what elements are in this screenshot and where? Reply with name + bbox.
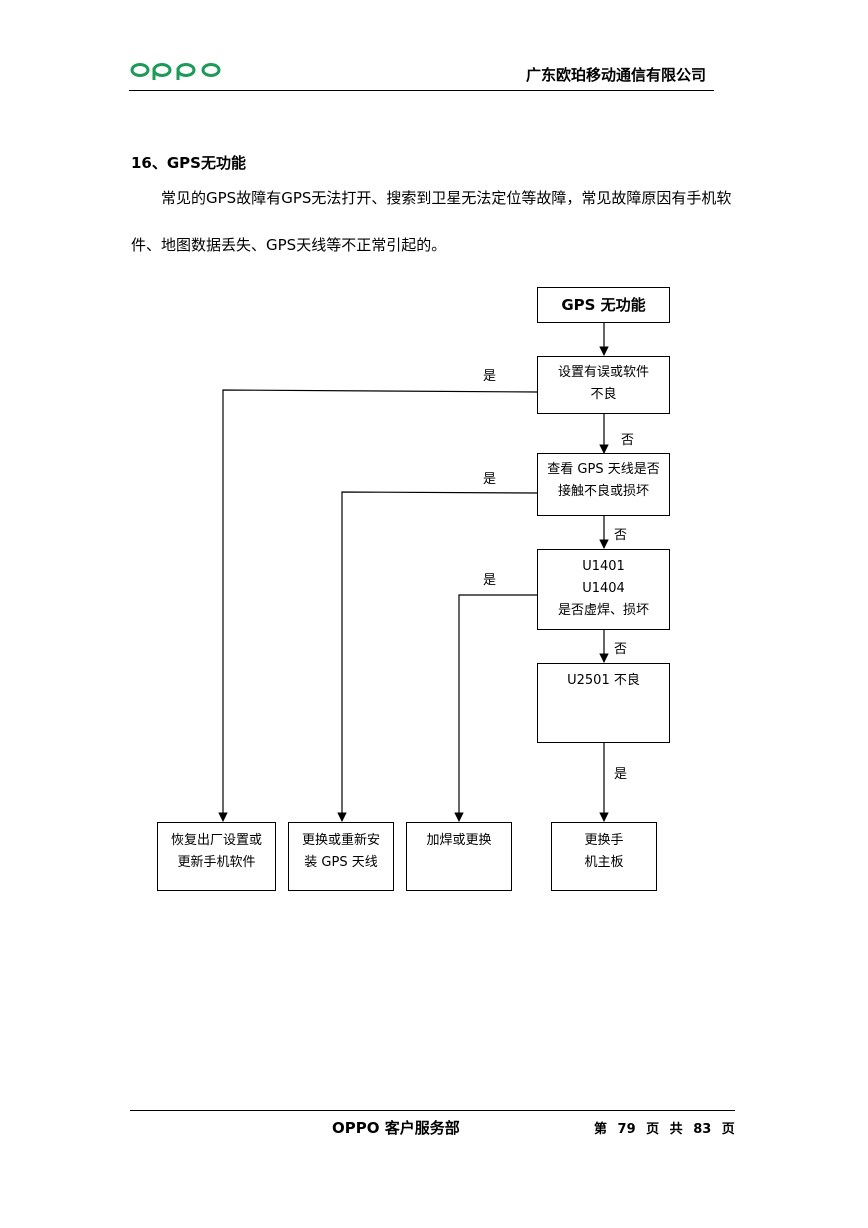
arrow-check3-to-result3 [454, 594, 538, 822]
flow-result4-line1: 更换手 [584, 833, 624, 848]
flow-check4-label: U2501 不良 [567, 673, 640, 688]
flow-result1-box: 恢复出厂设置或 更新手机软件 [157, 822, 276, 891]
flow-check3-line2: U1404 [582, 581, 625, 596]
flow-check3-line3: 是否虚焊、损坏 [557, 603, 649, 618]
flow-start-box: GPS 无功能 [537, 287, 670, 323]
flow-check2-line1: 查看 GPS 天线是否 [547, 462, 660, 477]
oppo-logo [130, 63, 221, 80]
header-divider [129, 90, 714, 91]
flow-check1-line2: 不良 [590, 387, 617, 402]
flow-result1-line1: 恢复出厂设置或 [170, 833, 262, 848]
flow-check3-box: U1401 U1404 是否虚焊、损坏 [537, 549, 670, 630]
paragraph-line-1: 常见的GPS故障有GPS无法打开、搜索到卫星无法定位等故障，常见故障原因有手机软 [161, 189, 732, 207]
flow-check1-box: 设置有误或软件 不良 [537, 356, 670, 414]
flow-no-label-2: 否 [614, 528, 628, 543]
flow-result4-box: 更换手 机主板 [551, 822, 657, 891]
flow-result2-box: 更换或重新安 装 GPS 天线 [288, 822, 394, 891]
company-name: 广东欧珀移动通信有限公司 [525, 66, 706, 84]
flow-no-label-1: 否 [621, 433, 635, 448]
footer-divider [130, 1110, 735, 1111]
flow-result3-box: 加焊或更换 [406, 822, 512, 891]
paragraph-line-2: 件、地图数据丢失、GPS天线等不正常引起的。 [131, 236, 447, 254]
flow-result4-line2: 机主板 [584, 855, 624, 870]
flow-yes-label-1: 是 [483, 369, 497, 384]
flow-no-label-3: 否 [614, 642, 628, 657]
footer-department: OPPO 客户服务部 [332, 1119, 460, 1137]
arrow-check2-to-result2 [337, 491, 539, 822]
footer-page-number: 第 79 页 共 83 页 [594, 1122, 735, 1137]
flow-check4-box: U2501 不良 [537, 663, 670, 743]
flow-yes-label-2: 是 [483, 472, 497, 487]
flow-check1-line1: 设置有误或软件 [557, 365, 649, 380]
flow-result2-line2: 装 GPS 天线 [304, 855, 378, 870]
flow-yes-label-4: 是 [614, 767, 628, 782]
flow-result1-line2: 更新手机软件 [177, 855, 256, 870]
flow-check3-line1: U1401 [582, 559, 625, 574]
flow-start-label: GPS 无功能 [561, 296, 646, 314]
flow-yes-label-3: 是 [483, 573, 497, 588]
flow-check2-box: 查看 GPS 天线是否 接触不良或损坏 [537, 453, 670, 516]
flow-check2-line2: 接触不良或损坏 [557, 484, 649, 499]
arrow-check1-to-result1 [218, 389, 539, 822]
section-title: 16、GPS无功能 [131, 154, 246, 172]
flow-result3-label: 加焊或更换 [426, 833, 492, 848]
flow-result2-line1: 更换或重新安 [301, 833, 380, 848]
